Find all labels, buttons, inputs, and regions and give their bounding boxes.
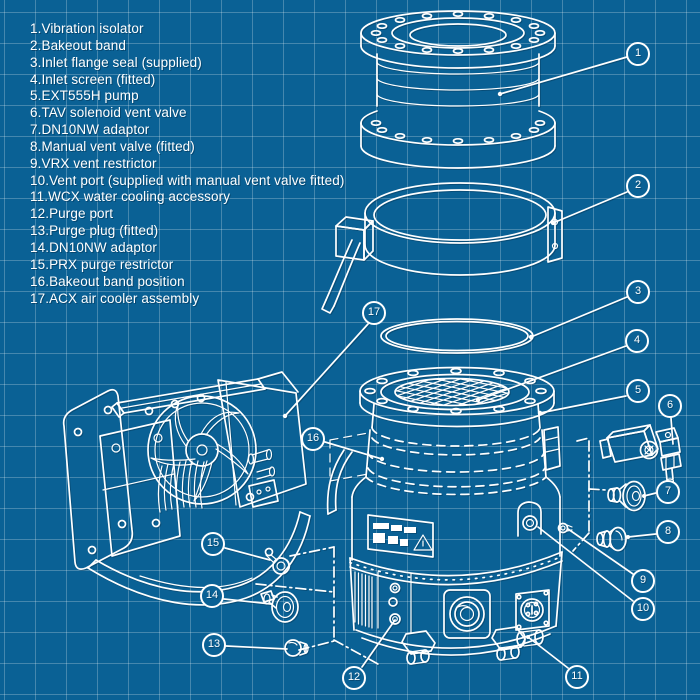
legend-item: 1.Vibration isolator [30, 21, 144, 36]
callout-3: 3 [626, 280, 650, 304]
callout-14: 14 [200, 584, 224, 608]
solenoid-vent-valve-drawing [599, 424, 682, 484]
callout-2: 2 [626, 174, 650, 198]
legend-item: 12.Purge port [30, 206, 114, 222]
inlet-seal-drawing [380, 318, 534, 354]
legend-item: 7.DN10NW adaptor [30, 122, 150, 138]
callout-8: 8 [656, 520, 680, 544]
dn10nw-adaptor-left-drawing [260, 590, 299, 623]
legend-item: 11.WCX water cooling accessory [30, 189, 231, 205]
callout-6: 6 [658, 394, 682, 418]
callout-13: 13 [202, 633, 226, 657]
callout-11: 11 [565, 665, 589, 689]
callout-16: 16 [301, 427, 325, 451]
legend-item: 2.Bakeout band [30, 37, 126, 53]
legend-item: 4.Inlet screen (fitted) [30, 71, 156, 87]
legend-item: 14.DN10NW adaptor [30, 239, 158, 255]
legend-item: 17.ACX air cooler assembly [30, 290, 200, 306]
callout-4: 4 [625, 329, 649, 353]
callout-15: 15 [201, 532, 225, 556]
pump-drawing [326, 366, 573, 665]
air-cooler-drawing [62, 371, 311, 606]
legend-item: 15.PRX purge restrictor [30, 256, 174, 272]
legend-item: 9.VRX vent restrictor [30, 155, 157, 171]
legend-item: 5.EXT555H pump [30, 88, 139, 104]
callout-17: 17 [362, 301, 386, 325]
legend-item: 6.TAV solenoid vent valve [30, 105, 187, 121]
legend-item: 16.Bakeout band position [30, 273, 185, 289]
callout-12: 12 [342, 666, 366, 690]
vibration-isolator-drawing [360, 10, 556, 169]
leader-lines [223, 56, 674, 669]
callout-1: 1 [626, 42, 650, 66]
construction-lines [255, 437, 607, 665]
callout-7: 7 [656, 480, 680, 504]
callout-5: 5 [626, 379, 650, 403]
legend-item: 10.Vent port (supplied with manual vent … [30, 172, 345, 188]
legend-item: 3.Inlet flange seal (supplied) [30, 54, 202, 70]
bakeout-band-drawing [321, 182, 563, 314]
callout-9: 9 [631, 569, 655, 593]
parts-legend: 1.Vibration isolator 2.Bakeout band 3.In… [30, 21, 344, 307]
dn10nw-adaptor-right-drawing [607, 480, 646, 512]
callout-10: 10 [631, 597, 655, 621]
legend-item: 13.Purge plug (fitted) [30, 223, 159, 239]
manual-vent-valve-drawing [596, 526, 627, 552]
legend-item: 8.Manual vent valve (fitted) [30, 138, 195, 154]
